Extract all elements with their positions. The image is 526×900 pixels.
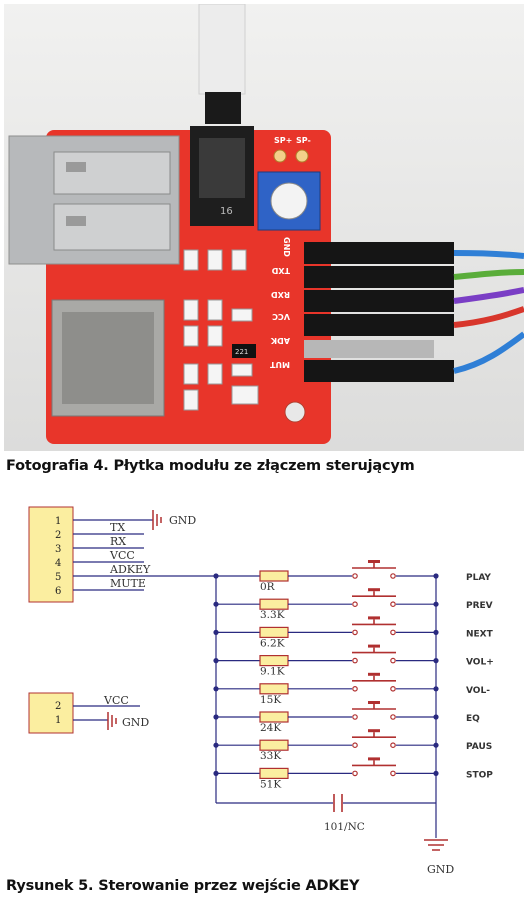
net-adkey: ADKEY	[109, 563, 151, 576]
gnd-label-bottom: GND	[427, 863, 454, 876]
capacitor-value: 101/NC	[324, 821, 365, 833]
pcb-label-gnd: GND	[282, 237, 291, 257]
header6-pin-2: 2	[55, 530, 61, 541]
switch-3-pin-b	[390, 629, 396, 636]
function-label-1: PLAY	[466, 573, 491, 583]
resistor-value-7: 33K	[260, 750, 281, 762]
resistor-value-3: 6.2K	[260, 637, 285, 649]
resistor-5	[259, 683, 289, 695]
header2-pin-2: 2	[55, 701, 61, 712]
resistor-6	[259, 711, 289, 723]
function-label-4: VOL+	[466, 658, 494, 668]
photo-caption: Fotografia 4. Płytka modułu ze złączem s…	[6, 458, 415, 474]
switch-1-pin-b	[390, 573, 396, 579]
resistor-4	[259, 655, 289, 667]
header-6pin: 1 2 3 4 5 6	[28, 506, 74, 603]
function-label-8: STOP	[466, 770, 493, 780]
pcb-label-vcc: VCC	[272, 312, 290, 321]
resistor-7	[259, 739, 289, 751]
header6-pin-4: 4	[55, 558, 61, 569]
capacitor	[333, 794, 343, 812]
net-vcc-2: VCC	[103, 694, 129, 707]
resistor-2	[259, 598, 289, 610]
switch-7-pin-a	[352, 742, 358, 749]
switch-2-pin-b	[390, 601, 396, 608]
switch-7-pin-b	[390, 742, 396, 749]
pcb-label-adk: ADK	[270, 336, 290, 345]
switch-8-pin-b	[390, 770, 396, 777]
gnd-label-top: GND	[169, 514, 196, 527]
switch-5-pin-b	[390, 686, 396, 692]
resistor-8	[259, 767, 289, 779]
net-vcc: VCC	[109, 549, 135, 562]
function-label-6: EQ	[466, 714, 480, 724]
sp-plus-mark: SP+	[274, 136, 292, 145]
function-label-2: PREV	[466, 601, 493, 611]
net-rx: RX	[110, 535, 126, 548]
switch-2-pin-a	[352, 601, 358, 608]
resistor-value-4: 9.1K	[260, 666, 285, 678]
chip-mark: 221	[235, 348, 248, 356]
resistor-value-2: 3.3K	[260, 609, 285, 621]
module-photo: 16 SP+ SP- 221 GND TXD RXD VCC ADK MUT	[4, 4, 524, 451]
function-label-3: NEXT	[466, 629, 494, 639]
header6-pin-1: 1	[55, 516, 61, 527]
resistor-value-8: 51K	[260, 778, 281, 790]
net-mute: MUTE	[110, 577, 146, 590]
header6-pin-6: 6	[55, 586, 61, 597]
net-tx: TX	[110, 521, 125, 534]
function-label-5: VOL-	[466, 686, 490, 696]
resistor-1	[259, 570, 289, 582]
switch-1-pin-a	[352, 573, 358, 579]
switch-6-pin-b	[390, 714, 396, 720]
adkey-schematic: 1 2 3 4 5 6 GND TX RX VCC ADKEY MUTE 2 1…	[28, 506, 494, 876]
header6-pin-5: 5	[55, 572, 61, 583]
switch-5-pin-a	[352, 686, 358, 692]
header6-pin-3: 3	[55, 544, 61, 555]
resistor-value-6: 24K	[260, 722, 281, 734]
resistor-value-5: 15K	[260, 694, 281, 706]
switch-4-pin-b	[390, 657, 396, 664]
pcb-label-mut: MUT	[270, 360, 290, 369]
function-label-7: PAUS	[466, 742, 492, 752]
sp-minus-mark: SP-	[296, 136, 311, 145]
switch-6-pin-a	[352, 714, 358, 720]
pcb-label-txd: TXD	[271, 266, 290, 275]
pcb-label-rxd: RXD	[271, 290, 290, 299]
resistor-value-1: 0R	[260, 581, 276, 593]
gnd-label-header2: GND	[122, 716, 149, 729]
header-2pin: 2 1	[28, 692, 74, 734]
switch-3-pin-a	[352, 629, 358, 636]
control-connector	[304, 242, 454, 382]
switch-8-pin-a	[352, 770, 358, 777]
jack-mark: 16	[220, 206, 233, 217]
header2-pin-1: 1	[55, 715, 61, 726]
figure-caption: Rysunek 5. Sterowanie przez wejście ADKE…	[6, 878, 360, 894]
resistor-3	[259, 626, 289, 638]
switch-4-pin-a	[352, 657, 358, 664]
